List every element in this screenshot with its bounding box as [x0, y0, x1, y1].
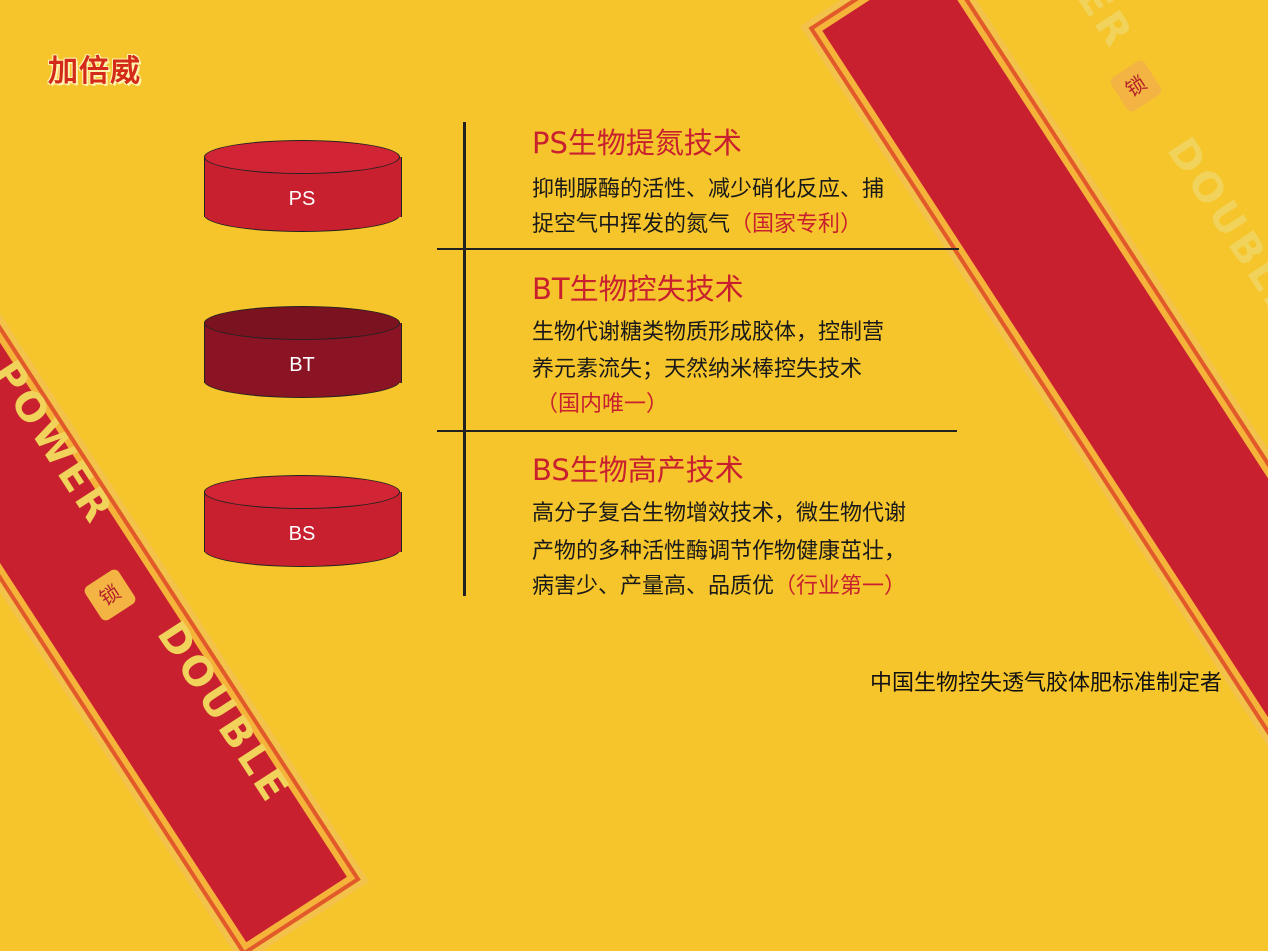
cylinder-ps: PS: [204, 140, 402, 234]
section-title-bs: BS生物高产技术: [532, 453, 744, 487]
banner-right: [813, 0, 1268, 761]
horizontal-divider: [437, 248, 959, 250]
horizontal-divider: [437, 430, 957, 432]
section-text: 养元素流失；天然纳米棒控失技术: [532, 357, 863, 382]
cylinder-bs: BS: [204, 475, 402, 569]
banner-right-text: DOUBLE: [1157, 129, 1268, 329]
lock-icon: 锁: [1108, 58, 1164, 114]
cylinder-label: BT: [289, 354, 315, 376]
banner-right-top-text: ER: [1067, 0, 1143, 58]
vertical-divider: [463, 122, 466, 596]
cylinder-label: PS: [288, 188, 316, 210]
section-text-main: 病害少、产量高、品质优: [532, 574, 775, 599]
brand-logo: 加倍威: [48, 54, 141, 89]
section-text: 抑制脲酶的活性、减少硝化反应、捕: [532, 177, 885, 202]
section-text: 病害少、产量高、品质优（行业第一）: [532, 568, 906, 600]
cylinder-top: [204, 475, 400, 509]
cylinder-top: [204, 140, 400, 174]
section-text: 生物代谢糖类物质形成胶体，控制营: [532, 320, 885, 345]
section-title-bt: BT生物控失技术: [532, 272, 744, 306]
cylinder-bt: BT: [204, 306, 402, 400]
section-text: 产物的多种活性酶调节作物健康茁壮，: [532, 539, 907, 564]
cylinder-label: BS: [288, 523, 316, 545]
patent-note: （国家专利）: [730, 212, 863, 237]
industry-note: （行业第一）: [774, 574, 907, 599]
section-text: 捉空气中挥发的氮气（国家专利）: [532, 206, 862, 238]
section-text: 高分子复合生物增效技术，微生物代谢: [532, 501, 907, 526]
footer-tagline: 中国生物控失透气胶体肥标准制定者: [870, 671, 1223, 696]
section-text-main: 捉空气中挥发的氮气: [532, 212, 731, 237]
cylinder-top: [204, 306, 400, 340]
section-title-ps: PS生物提氮技术: [532, 126, 742, 160]
domestic-note: （国内唯一）: [536, 392, 669, 417]
